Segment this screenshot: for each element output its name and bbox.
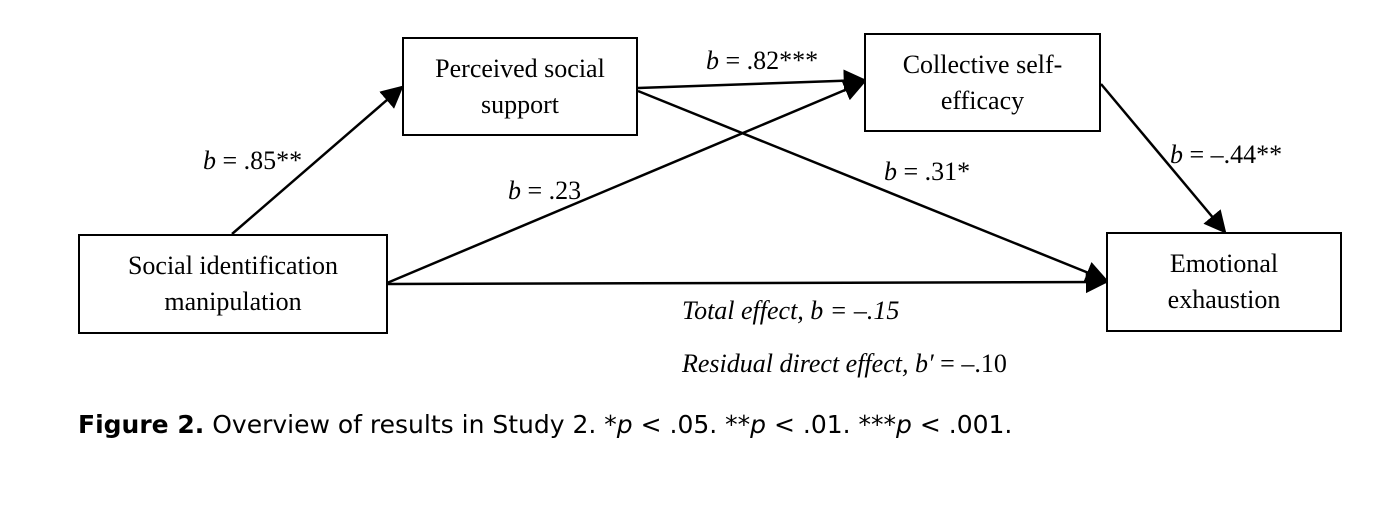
coef-symbol: b	[203, 146, 216, 175]
node-line: Perceived social	[435, 53, 605, 83]
residual-effect-text: Residual direct effect, b′	[682, 349, 934, 378]
total-effect-label: Total effect, b = –.15	[682, 296, 900, 325]
caption-p-symbol: p	[750, 410, 767, 439]
arrow-sid-to-pss	[231, 85, 404, 235]
node-line: Emotional	[1169, 249, 1279, 278]
node-line: efficacy	[940, 85, 1025, 115]
coef-symbol: b	[706, 46, 719, 75]
arrow-cse-to-ee	[1100, 83, 1227, 234]
residual-direct-effect-label: Residual direct effect, b′ = –.10	[682, 349, 1007, 379]
arrow-sid-to-cse	[386, 79, 867, 285]
caption-stars: *	[604, 410, 617, 439]
node-social-identification: Social identification manipulation	[78, 234, 388, 334]
path-label-cse-ee: b = –.44**	[1170, 140, 1282, 170]
coef-value: = .82***	[719, 46, 819, 75]
coef-value: = .23	[521, 176, 582, 205]
arrow-pss-to-ee	[637, 89, 1109, 283]
coef-value: = .85**	[216, 146, 303, 175]
caption-threshold: < .001.	[911, 410, 1013, 439]
node-perceived-social-support: Perceived social support	[402, 37, 638, 136]
caption-threshold: < .05.	[632, 410, 726, 439]
node-collective-self-efficacy: Collective self- efficacy	[864, 33, 1101, 132]
node-line: exhaustion	[1167, 285, 1281, 314]
caption-stars: **	[725, 410, 751, 439]
caption-p-symbol: p	[896, 410, 912, 439]
coef-symbol: b	[508, 176, 521, 205]
caption-text: Overview of results in Study 2.	[212, 410, 605, 439]
node-line: Collective self-	[902, 49, 1063, 79]
path-label-pss-ee: b = .31*	[884, 157, 970, 187]
coef-symbol: b	[1170, 140, 1183, 169]
node-line: Social identification	[127, 251, 339, 280]
path-label-sid-cse: b = .23	[508, 176, 581, 206]
coef-value: = –.44**	[1183, 140, 1283, 169]
caption-stars: ***	[858, 410, 897, 439]
node-line: manipulation	[164, 287, 302, 316]
node-line: support	[481, 89, 559, 119]
coef-value: = .31*	[897, 157, 971, 186]
coef-symbol: b	[884, 157, 897, 186]
path-label-pss-cse: b = .82***	[706, 46, 818, 76]
arrow-pss-to-cse	[637, 69, 867, 92]
node-emotional-exhaustion: Emotional exhaustion	[1106, 232, 1342, 332]
residual-effect-value: = –.10	[933, 349, 1007, 378]
figure-number: Figure 2.	[78, 410, 205, 439]
figure-caption: Figure 2.Overview of results in Study 2.…	[78, 410, 1012, 439]
arrow-sid-to-ee	[386, 270, 1109, 294]
caption-threshold: < .01.	[766, 410, 859, 439]
path-label-sid-pss: b = .85**	[203, 146, 302, 176]
caption-p-symbol: p	[616, 410, 633, 439]
